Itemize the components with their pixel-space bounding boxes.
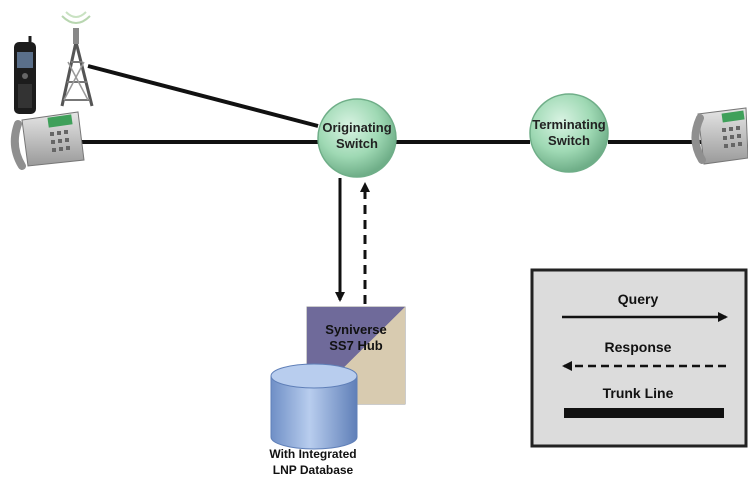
- desk-phone-right-icon: [691, 107, 748, 165]
- lnp-database-icon: [270, 363, 358, 450]
- legend-trunk-line-swatch: [564, 408, 724, 418]
- database-label-line2: LNP Database: [273, 463, 354, 477]
- legend-response-label: Response: [605, 339, 672, 355]
- hub-label-line1: Syniverse: [325, 322, 386, 337]
- originating-switch-label-line2: Switch: [336, 136, 378, 151]
- originating-switch-label-line1: Originating: [322, 120, 391, 135]
- cell-tower-icon: [60, 11, 94, 107]
- legend-trunk-line-label: Trunk Line: [603, 385, 674, 401]
- mobile-phone-icon: [14, 36, 36, 114]
- legend-box: Query Response Trunk Line: [530, 268, 748, 448]
- trunk-line-tower-to-originating: [87, 64, 319, 128]
- terminating-switch-label-line2: Switch: [548, 133, 590, 148]
- legend-query-label: Query: [618, 291, 659, 307]
- originating-switch-node: Originating Switch: [317, 98, 397, 178]
- desk-phone-left-icon: [10, 111, 85, 170]
- hub-label-line2: SS7 Hub: [329, 338, 383, 353]
- terminating-switch-label-line1: Terminating: [532, 117, 605, 132]
- terminating-switch-node: Terminating Switch: [529, 93, 609, 173]
- database-label-line1: With Integrated: [269, 447, 356, 461]
